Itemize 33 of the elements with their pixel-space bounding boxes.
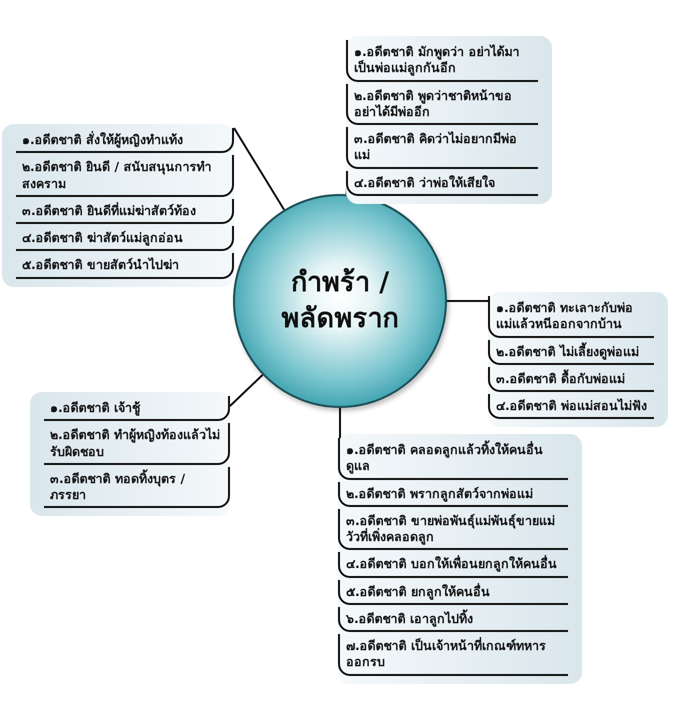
connector-line [233,127,285,210]
list-panel [346,36,552,204]
list-item: ๓.อดีตชาติ คิดว่าไม่อยากมีพ่อแม่ [346,127,538,168]
list-item: ๒.อดีตชาติ ทำผู้หญิงท้องแล้วไม่รับผิดชอบ [44,423,230,465]
list-item: ๔.อดีตชาติ พ่อแม่สอนไม่ฟัง [488,394,654,420]
list-item: ๑.อดีตชาติ ทะเลาะกับพ่อแม่แล้วหนีออกจากบ้าน [488,296,654,338]
center-title: กำพร้า / พลัดพราก [280,266,400,336]
list-item: ๕.อดีตชาติ ขายสัตว์นำไปฆ่า [16,253,234,278]
list-item: ๑.อดีตชาติ เจ้าชู้ [44,396,230,422]
list-item: ๕.อดีตชาติ ยกลูกให้คนอื่น [338,580,568,605]
list-panel [30,392,230,516]
list-item: ๒.อดีตชาติ พูดว่าชาติหน้าขออย่าได้มีพ่ออีก [346,84,538,125]
list-item: ๒.อดีตชาติ ไม่เลี้ยงดูพ่อแม่ [488,340,654,365]
list-item: ๑.อดีตชาติ คลอดลูกแล้วทิ้งให้คนอื่นดูแล [338,438,568,480]
list-item: ๔.อดีตชาติ บอกให้เพื่อนยกลูกให้คนอื่น [338,552,568,578]
connector-line [229,374,264,407]
list-panel [2,124,234,286]
list-panel [338,434,582,684]
list-item: ๑.อดีตชาติ มักพูดว่า อย่าได้มาเป็นพ่อแม่ลูกกันอีก [346,40,538,82]
list-item: ๒.อดีตชาติ พรากลูกสัตว์จากพ่อแม่ [338,482,568,507]
list-item: ๒.อดีตชาติ ยินดี / สนับสนุนการทำสงคราม [16,155,234,197]
list-item: ๓.อดีตชาติ ดื้อกับพ่อแม่ [488,366,654,392]
list-panel [488,292,668,428]
list-item: ๗.อดีตชาติ เป็นเจ้าหน้าที่เกณฑ์ทหารออกรบ [338,634,568,676]
connector-line [339,408,341,438]
list-item: ๖.อดีตชาติ เอาลูกไปทิ้ง [338,606,568,632]
list-item: ๔.อดีตชาติ ฆ่าสัตว์แม่ลูกอ่อน [16,226,234,252]
list-item: ๓.อดีตชาติ ยินดีที่แม่ฆ่าสัตว์ท้อง [16,198,234,224]
list-item: ๓.อดีตชาติ ทอดทิ้งบุตร / ภรรยา [44,466,230,508]
connector-line [447,300,488,302]
list-item: ๔.อดีตชาติ ว่าพ่อให้เสียใจ [346,170,538,196]
list-item: ๑.อดีตชาติ สั่งให้ผู้หญิงทำแท้ง [16,128,234,154]
list-item: ๓.อดีตชาติ ขายพ่อพันธุ์แม่พันธุ์ขายแม่วัวที่เพิ่งคลอดลูก [338,508,568,550]
